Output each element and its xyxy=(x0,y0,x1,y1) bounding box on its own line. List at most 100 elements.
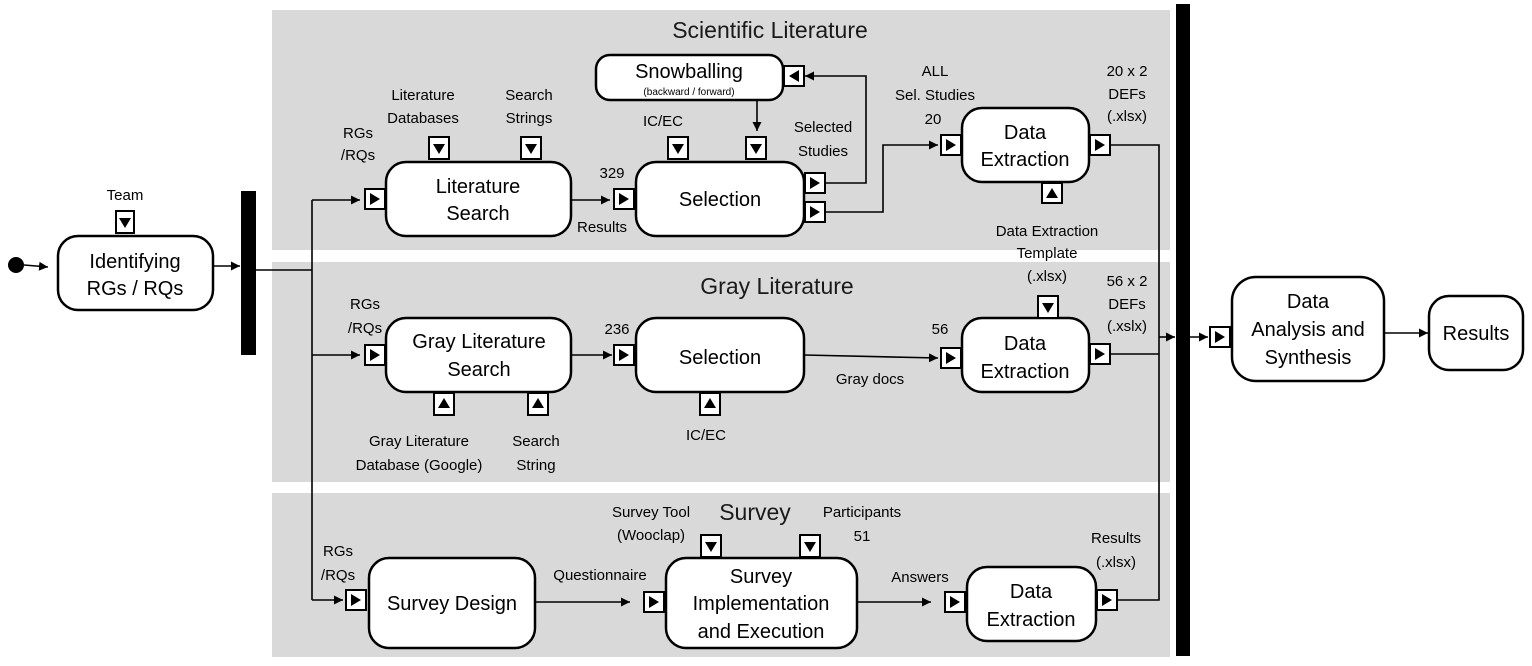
activity-label: Results xyxy=(1443,323,1510,345)
label-count-20: 20 xyxy=(925,111,942,128)
label-rgs-rqs-survey: RGs xyxy=(323,543,353,560)
pin-extraction-input-sci xyxy=(940,134,962,156)
activity-label: Selection xyxy=(679,347,761,369)
label-survey-tool: (Wooclap) xyxy=(617,527,685,544)
activity-data-extraction-scientific: Data Extraction xyxy=(960,106,1091,184)
activity-label: Extraction xyxy=(981,361,1070,383)
flows xyxy=(23,71,1428,607)
pin-extraction-input-gray xyxy=(940,347,962,369)
activity-label: Data xyxy=(1004,333,1047,355)
activity-data-extraction-survey: Data Extraction xyxy=(965,565,1098,643)
label-count-329: 329 xyxy=(599,165,624,182)
label-answers: Answers xyxy=(891,569,949,586)
pin-ic-ec-input-gray xyxy=(699,392,721,416)
pins xyxy=(115,65,1231,613)
label-rgs-rqs-gray: RGs xyxy=(350,296,380,313)
label-team: Team xyxy=(107,187,144,204)
activity-snowballing: Snowballing (backward / forward) xyxy=(594,53,785,102)
activity-label: Data xyxy=(1004,122,1047,144)
label-participants: 51 xyxy=(854,528,871,545)
activity-label: Literature xyxy=(436,176,521,198)
label-search-strings: Search xyxy=(505,87,553,104)
fork-bar xyxy=(241,191,256,355)
pin-results-output-survey xyxy=(1096,589,1118,611)
label-gray-docs: Gray docs xyxy=(836,371,904,388)
activity-label: Analysis and xyxy=(1251,319,1364,341)
label-data-extraction-template: Data Extraction xyxy=(996,223,1099,240)
label-defs-56: 56 x 2 xyxy=(1107,273,1148,290)
initial-node xyxy=(8,257,24,273)
label-rgs-rqs-sci: /RQs xyxy=(341,147,375,164)
label-search-string: Search xyxy=(512,433,560,450)
activity-label: and Execution xyxy=(698,621,825,643)
join-bar xyxy=(1176,4,1190,656)
activity-results: Results xyxy=(1427,294,1525,372)
label-defs-20: (.xlsx) xyxy=(1107,108,1147,125)
activity-sublabel: (backward / forward) xyxy=(643,87,734,98)
pin-questionnaire-input xyxy=(643,591,665,613)
activity-label: Selection xyxy=(679,189,761,211)
lane-title-scientific: Scientific Literature xyxy=(672,17,868,43)
label-defs-56: DEFs xyxy=(1108,296,1146,313)
label-ic-ec-sci: IC/EC xyxy=(643,113,683,130)
pin-selected-studies-output-1 xyxy=(804,172,826,194)
activity-label: Gray Literature xyxy=(412,331,545,353)
pin-gray-db-input xyxy=(433,392,455,416)
activity-label: Snowballing xyxy=(635,61,743,83)
label-rgs-rqs-survey: /RQs xyxy=(321,567,355,584)
label-questionnaire: Questionnaire xyxy=(553,567,646,584)
activity-label: Search xyxy=(447,359,510,381)
pin-template-bottom-sci xyxy=(1041,182,1063,204)
activity-selection-scientific: Selection xyxy=(634,160,806,238)
activity-label: Survey Design xyxy=(387,593,517,615)
pin-answers-input xyxy=(944,591,966,613)
pin-search-strings-input xyxy=(520,136,542,160)
activity-label: Search xyxy=(446,203,509,225)
activity-literature-search: Literature Search xyxy=(384,160,573,238)
label-literature-databases: Literature xyxy=(391,87,454,104)
pin-lit-databases-input xyxy=(428,136,450,160)
pin-participants-input xyxy=(799,534,821,558)
label-results-xlsx: (.xlsx) xyxy=(1096,554,1136,571)
lane-title-survey: Survey xyxy=(719,499,791,525)
pin-ic-ec-input-sci xyxy=(667,136,689,160)
label-rgs-rqs-sci: RGs xyxy=(343,125,373,142)
pin-search-string-input xyxy=(527,392,549,416)
activity-survey-implementation: Survey Implementation and Execution xyxy=(664,556,859,650)
activity-label: Synthesis xyxy=(1265,347,1352,369)
label-rgs-rqs-gray: /RQs xyxy=(348,320,382,337)
activity-label: Identifying xyxy=(89,251,180,273)
label-search-string: String xyxy=(516,457,555,474)
label-search-strings: Strings xyxy=(506,110,553,127)
label-all-sel-studies: Sel. Studies xyxy=(895,87,975,104)
label-gray-literature-database: Gray Literature xyxy=(369,433,469,450)
pin-rgs-input-sci xyxy=(364,188,386,210)
label-defs-56: (.xslx) xyxy=(1107,318,1147,335)
activity-label: Implementation xyxy=(693,593,830,615)
label-literature-databases: Databases xyxy=(387,110,459,127)
pin-rgs-input-survey xyxy=(345,589,367,611)
lane-title-gray: Gray Literature xyxy=(700,273,853,299)
pin-extraction-output-gray xyxy=(1089,343,1111,365)
label-count-56: 56 xyxy=(932,321,949,338)
activity-identifying-rgs-rqs: Identifying RGs / RQs xyxy=(56,234,215,312)
label-survey-tool: Survey Tool xyxy=(612,504,690,521)
pin-survey-tool-input xyxy=(700,534,722,558)
label-participants: Participants xyxy=(823,504,901,521)
activity-selection-gray: Selection xyxy=(634,316,806,394)
label-selected-studies: Studies xyxy=(798,143,848,160)
pin-analysis-input xyxy=(1209,326,1231,348)
activity-label: Extraction xyxy=(987,609,1076,631)
activity-label: RGs / RQs xyxy=(87,278,184,300)
pin-selection-input-sci xyxy=(613,188,635,210)
activity-label: Survey xyxy=(730,566,792,588)
activity-data-analysis-synthesis: Data Analysis and Synthesis xyxy=(1230,275,1386,383)
activity-data-extraction-gray: Data Extraction xyxy=(960,316,1091,394)
label-gray-literature-database: Database (Google) xyxy=(356,457,483,474)
label-defs-20: DEFs xyxy=(1108,86,1146,103)
activity-label: Extraction xyxy=(981,149,1070,171)
pin-template-top-gray xyxy=(1037,295,1059,319)
label-data-extraction-template: (.xlsx) xyxy=(1027,268,1067,285)
pin-selection-input-gray xyxy=(613,344,635,366)
